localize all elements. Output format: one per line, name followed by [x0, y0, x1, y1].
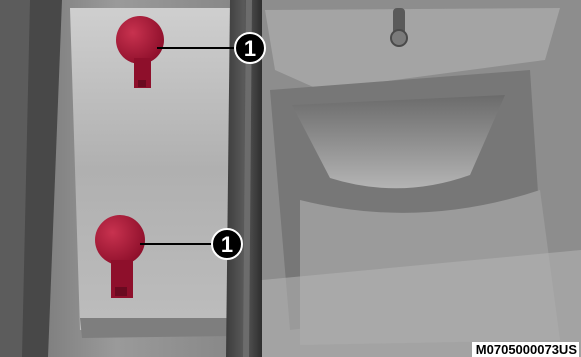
callout-number-upper: 1 [244, 36, 256, 61]
callout-1-upper: 1 [235, 33, 265, 63]
cargo-hook-icon [391, 8, 407, 46]
callout-1-lower: 1 [212, 229, 242, 259]
callout-number-lower: 1 [221, 232, 233, 257]
figure-code-label: M0705000073US [472, 342, 579, 357]
side-panel-bottom-shadow [80, 318, 232, 338]
